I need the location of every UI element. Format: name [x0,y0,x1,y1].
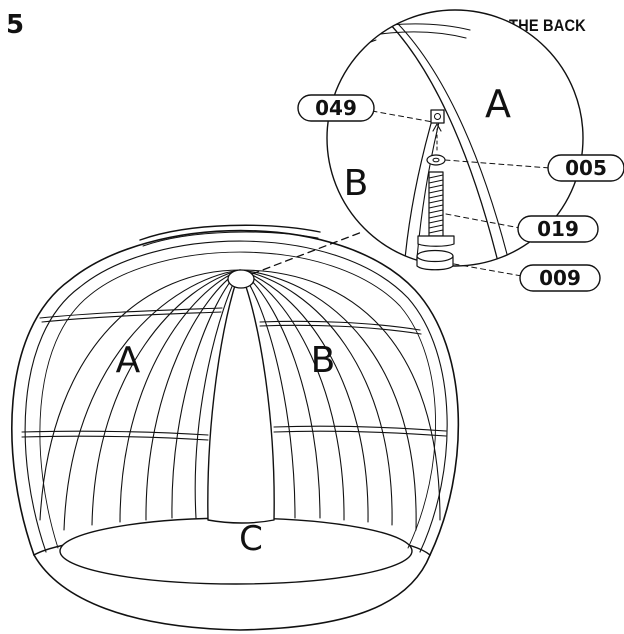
detail-circle [326,9,584,267]
detail-frame-a [377,11,499,263]
connection-highlight [227,269,255,289]
callout-009: 009 [519,264,601,292]
cap-009 [416,249,454,271]
detail-label-b: B [344,163,369,204]
dome [11,224,460,631]
callout-019: 019 [517,215,599,243]
callout-049: 049 [297,94,375,122]
detail-frame-b [403,119,433,266]
bolt-019 [417,171,455,247]
dome-label-b: B [311,340,336,381]
step-number: 5 [6,10,25,40]
view-label: THE BACK [509,16,586,35]
dome-label-c: C [239,519,263,559]
dome-label-a: A [116,340,141,381]
part-id-005: 005 [565,156,607,180]
callout-005: 005 [547,154,624,182]
center-opening [207,269,275,524]
leader-009 [453,263,523,277]
top-rail [139,224,321,241]
leader-019 [445,213,521,229]
bracket-049 [430,109,445,124]
base-bowl [33,554,431,631]
part-id-009: 009 [539,266,581,290]
washer-005 [426,154,446,166]
part-id-019: 019 [537,217,579,241]
leader-line-detail [251,231,363,275]
outer-shell [11,229,460,556]
leader-049 [371,110,434,123]
cushion-c [59,517,413,585]
detail-label-a: A [485,82,511,126]
part-id-049: 049 [315,96,357,120]
leader-005 [444,159,551,169]
horizontal-rings [21,307,447,441]
